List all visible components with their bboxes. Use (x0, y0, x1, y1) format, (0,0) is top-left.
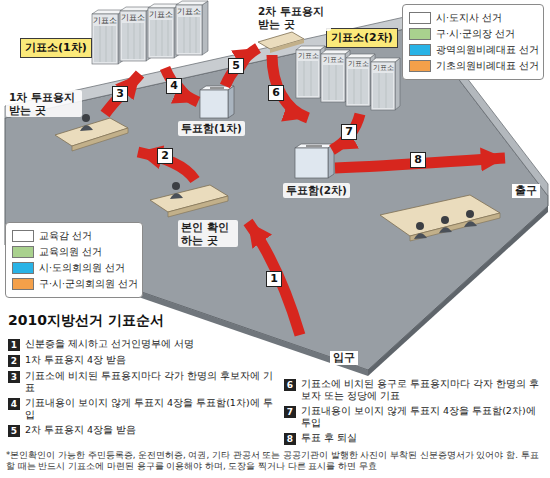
steps-column: 1 신분증을 제시하고 선거인명부에 서명 2 1차 투표용지 4장 받음 3 기표소에 … (8, 338, 280, 437)
step-number: 2 (8, 355, 20, 367)
legend-swatch (409, 60, 431, 72)
node-text: 기표소(2차) (331, 31, 393, 44)
legend-swatch (12, 278, 34, 290)
booth-text: 기표소 (371, 65, 395, 72)
legend-swatch (409, 12, 431, 24)
legend-text: 구·시·군의회의원 선거 (39, 278, 138, 291)
step-number: 1 (8, 339, 20, 351)
step-number: 8 (284, 433, 296, 445)
step-text: 기표내용이 보이지 않게 투표지 4장을 투표함(2차)에 투입 (301, 405, 546, 429)
place-label: 본인 확인하는 곳 (178, 220, 238, 247)
booth-text: 기표소 (346, 61, 370, 68)
legend-swatch (12, 262, 34, 274)
legend-panel: 시·도지사 선거구·시·군의장 선거광역의원비례대표 선거기초의원비례대표 선거 (402, 4, 544, 80)
step-text: 기표내용이 보이지 않게 투표지 4장을 투표함(1차)에 투입 (25, 397, 280, 421)
legend-text: 광역의원비례대표 선거 (436, 44, 539, 57)
callout-number: 1 (266, 271, 282, 287)
step-row: 5 2차 투표용지 4장을 받음 (8, 424, 280, 437)
step-row: 4 기표내용이 보이지 않게 투표지 4장을 투표함(1차)에 투입 (8, 397, 280, 421)
legend-row: 교육감 선거 (12, 228, 136, 244)
callout-number: 7 (341, 124, 357, 140)
step-row: 7 기표내용이 보이지 않게 투표지 4장을 투표함(2차)에 투입 (284, 405, 546, 429)
callout-number: 5 (228, 58, 244, 74)
booth-text: 기표소 (120, 14, 146, 22)
callout-number: 3 (112, 86, 128, 102)
callout-number: 8 (410, 152, 426, 168)
node-text: 기표소(1차) (25, 41, 87, 54)
footnote: *본인확인이 가능한 주민등록증, 운전면허증, 여권, 기타 관공서 또는 공… (6, 450, 544, 471)
legend-row: 시·도지사 선거 (409, 10, 537, 26)
step-number: 5 (8, 425, 20, 437)
booth-text: 기표소 (176, 8, 202, 16)
step-text: 신분증을 제시하고 선거인명부에 서명 (25, 338, 194, 350)
step-row: 6 기표소에 비치된 용구로 투표용지마다 각자 한명의 후보자 또는 정당에 기… (284, 378, 546, 402)
booth-area-label: 기표소(1차) (20, 38, 92, 58)
legend-text: 구·시·군의장 선거 (436, 28, 515, 41)
legend-row: 교육의원 선거 (12, 244, 136, 260)
steps-column: 6 기표소에 비치된 용구로 투표용지마다 각자 한명의 후보자 또는 정당에 기… (284, 378, 546, 445)
legend-swatch (409, 28, 431, 40)
callout-number: 4 (166, 78, 182, 94)
place-label: 1차 투표용지 받는 곳 (6, 90, 82, 117)
step-row: 8 투표 후 퇴실 (284, 432, 546, 445)
step-number: 7 (284, 406, 296, 418)
legend-row: 광역의원비례대표 선거 (409, 42, 537, 58)
booth-text: 기표소 (296, 53, 320, 60)
callout-number: 2 (157, 148, 173, 164)
step-number: 3 (8, 371, 20, 383)
legend-text: 교육감 선거 (39, 230, 92, 243)
step-row: 2 1차 투표용지 4장 받음 (8, 354, 280, 367)
booth-text: 기표소 (92, 17, 118, 25)
door-label: 출구 (512, 184, 540, 198)
step-number: 6 (284, 379, 296, 391)
legend-text: 교육의원 선거 (39, 246, 102, 259)
legend-text: 기초의원비례대표 선거 (436, 60, 539, 73)
booth-text: 기표소 (148, 11, 174, 19)
legend-text: 시·도지사 선거 (436, 12, 502, 25)
legend-swatch (12, 230, 34, 242)
step-row: 1 신분증을 제시하고 선거인명부에 서명 (8, 338, 280, 351)
step-row: 3 기표소에 비치된 투표용지마다 각가 한명의 후보자에 기표 (8, 370, 280, 394)
booth-area-label: 기표소(2차) (326, 28, 398, 48)
legend-row: 구·시·군의회의원 선거 (12, 276, 136, 292)
legend-text: 시·도의회의원 선거 (39, 262, 125, 275)
callout-number: 6 (268, 85, 284, 101)
legend-swatch (12, 246, 34, 258)
step-text: 2차 투표용지 4장을 받음 (25, 424, 136, 436)
step-text: 투표 후 퇴실 (301, 432, 357, 444)
step-text: 기표소에 비치된 용구로 투표용지마다 각자 한명의 후보자 또는 정당에 기표 (301, 378, 546, 402)
legend-row: 기초의원비례대표 선거 (409, 58, 537, 74)
legend-swatch (409, 44, 431, 56)
place-label: 투표함(2차) (283, 183, 350, 198)
legend-row: 구·시·군의장 선거 (409, 26, 537, 42)
diagram-title: 2010지방선거 기표순서 (8, 312, 164, 330)
place-label: 2차 투표용지 받는 곳 (255, 4, 331, 31)
legend-row: 시·도의회의원 선거 (12, 260, 136, 276)
legend-panel: 교육감 선거교육의원 선거시·도의회의원 선거구·시·군의회의원 선거 (5, 222, 143, 298)
step-text: 기표소에 비치된 투표용지마다 각가 한명의 후보자에 기표 (25, 370, 280, 394)
step-text: 1차 투표용지 4장 받음 (25, 354, 126, 366)
booth-text: 기표소 (321, 57, 345, 64)
place-label: 투표함(1차) (178, 121, 245, 136)
door-label: 입구 (330, 351, 358, 365)
step-number: 4 (8, 398, 20, 410)
